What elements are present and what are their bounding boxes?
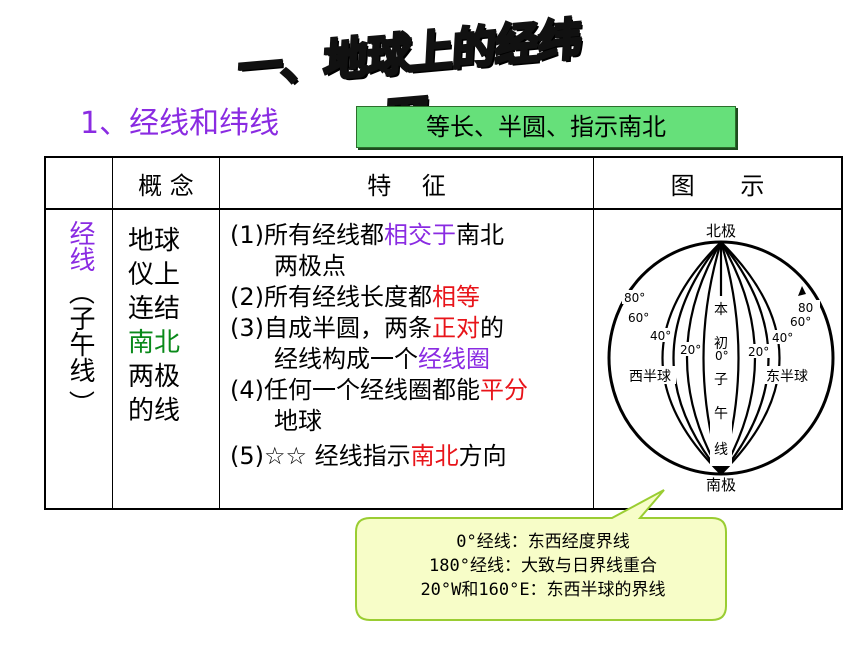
row-label: 经线 （ 子午线 ） [60,220,100,417]
degree-label: 40° [772,331,793,345]
table-col-divider-3 [593,156,594,510]
row-label-main: 经线 [65,220,95,272]
degree-label: 40° [650,329,671,343]
callout-text: 0°经线：东西经度界线 180°经线：大致与日界线重合 20°W和160°E：东… [360,530,726,602]
header-diagram: 图 示 [670,172,765,200]
degree-label: 60° [790,315,811,329]
feature-2: (2)所有经线长度都相等 [230,283,480,311]
table-top-border [44,156,843,158]
table-col-divider-1 [112,156,113,510]
concept-line: 仪上 [128,260,181,290]
row-label-paren-close: ） [64,389,95,417]
degree-label: 60° [628,311,649,325]
summary-box: 等长、半圆、指示南北 [356,106,736,148]
section-heading: 1、经线和纬线 [80,106,280,141]
header-concept: 概 念 [138,172,194,200]
arrow-marker [798,286,806,296]
callout-line: 20°W和160°E：东西半球的界线 [420,580,666,600]
row-label-alias: 子午线 [65,305,95,383]
north-pole-label: 北极 [706,222,736,240]
east-hemisphere-label: 东半球 [766,369,808,385]
meridian-char: 子 [714,372,728,388]
concept-line-highlight: 南北 [128,328,181,358]
row-label-paren-open: （ [64,278,95,306]
callout-bubble [355,489,727,621]
table-left-border [44,156,46,510]
west-hemisphere-label: 西半球 [629,369,671,385]
concept-line: 地球 [128,226,181,256]
callout-shape [355,489,727,621]
callout-line: 180°经线：大致与日界线重合 [429,556,657,576]
south-pole-label: 南极 [706,476,736,494]
feature-5: (5)☆☆ 经线指示南北方向 [230,442,507,470]
meridian-char: 线 [714,442,728,458]
table-bottom-border [44,508,843,510]
feature-1-cont: 两极点 [274,252,346,280]
degree-label: 0° [715,349,729,363]
globe-diagram: 北极 南极 本 初 子 午 线 西半球 东半球 80 [598,218,844,508]
table-col-divider-2 [219,156,220,510]
concept-line: 两极 [128,362,181,392]
meridian-char: 午 [714,406,728,422]
degree-label: 80 [798,301,813,315]
concept-line: 连结 [128,294,181,324]
meridian-char: 本 [714,302,728,318]
concept-line: 的线 [128,396,181,426]
globe-svg: 北极 南极 本 初 子 午 线 西半球 东半球 80 [607,222,835,494]
degree-label: 80° [624,291,645,305]
degree-label: 20° [680,343,701,357]
degree-label: 20° [748,345,769,359]
feature-1: (1)所有经线都相交于南北 [230,221,504,249]
concept-text: 地球 仪上 连结 南北 两极 的线 [128,224,204,428]
features-list: (1)所有经线都相交于南北 两极点 (2)所有经线长度都相等 (3)自成半圆，两… [230,220,592,472]
header-features: 特 征 [367,172,446,200]
callout-line: 0°经线：东西经度界线 [456,532,630,552]
meridian-char: 初 [714,335,728,352]
feature-4-cont: 地球 [274,407,322,435]
feature-4: (4)任何一个经线圈都能平分 [230,376,528,404]
table-right-border [841,156,843,510]
table-header-divider [44,208,843,210]
feature-3-cont: 经线构成一个经线圈 [274,345,490,373]
feature-3: (3)自成半圆，两条正对的 [230,314,504,342]
